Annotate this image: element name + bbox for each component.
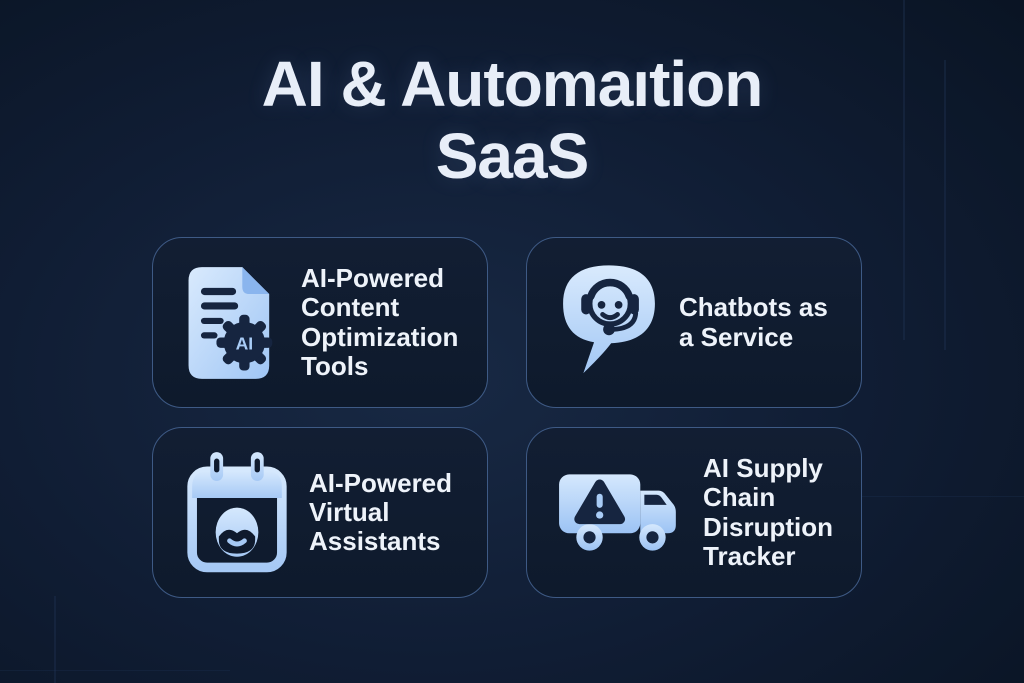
card-label: AI Supply Chain Disruption Tracker	[703, 453, 833, 571]
decorative-line	[903, 0, 905, 340]
decorative-line	[700, 496, 1024, 497]
card-chatbots: Chatbots as a Service	[526, 237, 862, 408]
page-title: AI & Automaıtion SaaS	[261, 48, 764, 193]
calendar-assistant-icon	[187, 451, 287, 572]
card-label: AI-Powered Content Optimization Tools	[301, 263, 459, 381]
truck-warning-icon	[559, 473, 676, 551]
card-content-optimization: AI AI-Powered Content Optimization Tools	[152, 237, 488, 408]
card-grid: AI AI-Powered Content Optimization Tools	[152, 237, 862, 598]
gear-badge-text: AI	[236, 333, 254, 353]
card-label: Chatbots as a Service	[679, 292, 828, 352]
decorative-line	[54, 596, 56, 683]
card-virtual-assistants: AI-Powered Virtual Assistants	[152, 427, 488, 598]
decorative-line	[0, 670, 230, 671]
ai-document-gear-icon: AI	[188, 266, 273, 379]
card-supply-chain: AI Supply Chain Disruption Tracker	[526, 427, 862, 598]
decorative-line	[944, 60, 946, 350]
card-label: AI-Powered Virtual Assistants	[309, 467, 453, 557]
chatbot-headset-icon	[563, 264, 655, 373]
